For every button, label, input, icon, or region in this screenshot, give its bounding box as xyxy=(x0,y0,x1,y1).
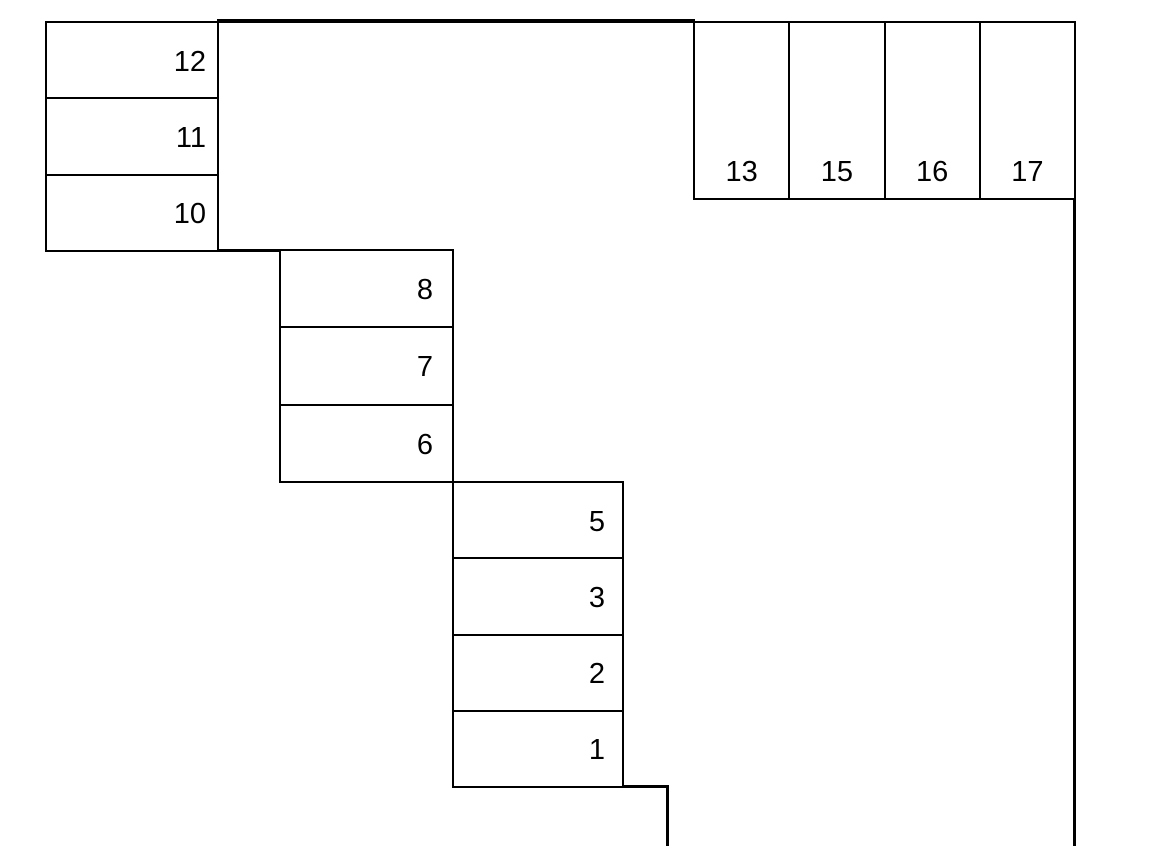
stack-middle: 8 7 6 xyxy=(279,249,454,483)
box-15: 15 xyxy=(788,23,883,198)
box-label: 3 xyxy=(588,581,605,614)
box-label: 15 xyxy=(820,156,853,188)
box-label: 2 xyxy=(588,658,605,691)
box-label: 8 xyxy=(416,274,433,307)
stack-bottom: 5 3 2 1 xyxy=(452,481,624,788)
box-label: 10 xyxy=(173,198,206,231)
bottom-tail-vertical-line xyxy=(666,785,669,846)
box-3: 3 xyxy=(454,557,622,633)
box-label: 12 xyxy=(173,45,206,78)
box-10: 10 xyxy=(47,173,217,250)
right-vertical-line xyxy=(1073,198,1076,846)
mid-connector-line xyxy=(217,249,281,252)
box-7: 7 xyxy=(281,326,452,403)
box-label: 5 xyxy=(588,505,605,538)
box-label: 13 xyxy=(725,156,758,188)
box-5: 5 xyxy=(454,483,622,557)
stack-top-left: 12 11 10 xyxy=(45,21,219,252)
box-17: 17 xyxy=(978,23,1074,198)
box-label: 1 xyxy=(588,734,605,767)
columns-top-right: 13 15 16 17 xyxy=(693,21,1076,200)
box-12: 12 xyxy=(47,23,217,97)
bottom-tail-horizontal-line xyxy=(622,785,669,788)
box-11: 11 xyxy=(47,97,217,173)
box-label: 7 xyxy=(416,351,433,384)
box-label: 6 xyxy=(416,428,433,461)
box-8: 8 xyxy=(281,251,452,326)
box-label: 11 xyxy=(175,121,206,154)
box-2: 2 xyxy=(454,633,622,710)
box-6: 6 xyxy=(281,403,452,481)
top-connector-line xyxy=(217,19,695,23)
box-label: 16 xyxy=(915,156,949,188)
box-16: 16 xyxy=(883,23,979,198)
box-1: 1 xyxy=(454,709,622,786)
box-label: 17 xyxy=(1011,156,1044,188)
box-13: 13 xyxy=(695,23,788,198)
